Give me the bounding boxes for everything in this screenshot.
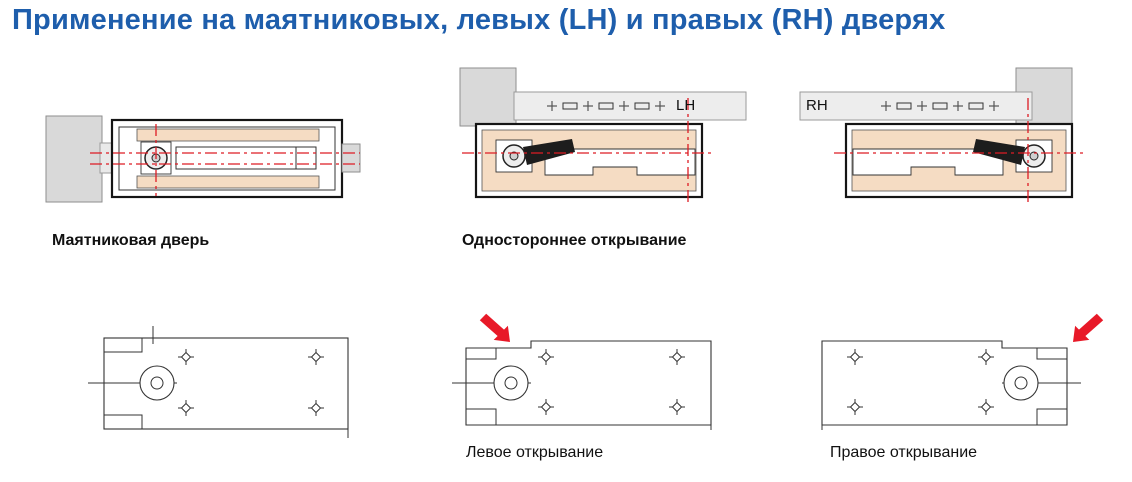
slot-mark bbox=[562, 102, 578, 110]
spindle-icon bbox=[139, 365, 175, 401]
pendulum-section-drawing bbox=[45, 115, 361, 203]
cement-box bbox=[118, 126, 336, 191]
end-stub bbox=[341, 143, 361, 173]
pendulum-plan-drawing bbox=[88, 326, 349, 438]
slot-mark bbox=[634, 102, 650, 110]
right-opening-plan-drawing bbox=[821, 313, 1104, 430]
closer-arm bbox=[523, 139, 575, 165]
rh-section-drawing bbox=[799, 67, 1086, 206]
single-side-caption: Одностороннее открывание bbox=[462, 232, 687, 249]
pendulum-door-caption: Маятниковая дверь bbox=[52, 232, 210, 249]
right-opening-caption: Правое открывание bbox=[830, 444, 978, 461]
slot-mark bbox=[896, 102, 912, 110]
closer-arm bbox=[973, 139, 1025, 165]
left-opening-caption: Левое открывание bbox=[466, 444, 604, 461]
door-edge-strip bbox=[99, 142, 113, 174]
spring-unit bbox=[175, 146, 317, 170]
spindle-icon bbox=[1003, 365, 1039, 401]
left-opening-arrow-icon bbox=[479, 313, 510, 342]
slot-mark bbox=[598, 102, 614, 110]
left-opening-plan-drawing bbox=[452, 313, 712, 430]
wall-block bbox=[45, 115, 103, 203]
spindle-icon bbox=[493, 365, 529, 401]
wall-block bbox=[459, 67, 517, 127]
rh-label: RH bbox=[806, 97, 828, 114]
page-title: Применение на маятниковых, левых (LH) и … bbox=[12, 4, 946, 36]
lh-section-drawing bbox=[459, 67, 747, 206]
slot-mark bbox=[968, 102, 984, 110]
lh-label: LH bbox=[676, 97, 696, 114]
slot-mark bbox=[932, 102, 948, 110]
right-opening-arrow-icon bbox=[1073, 313, 1104, 342]
